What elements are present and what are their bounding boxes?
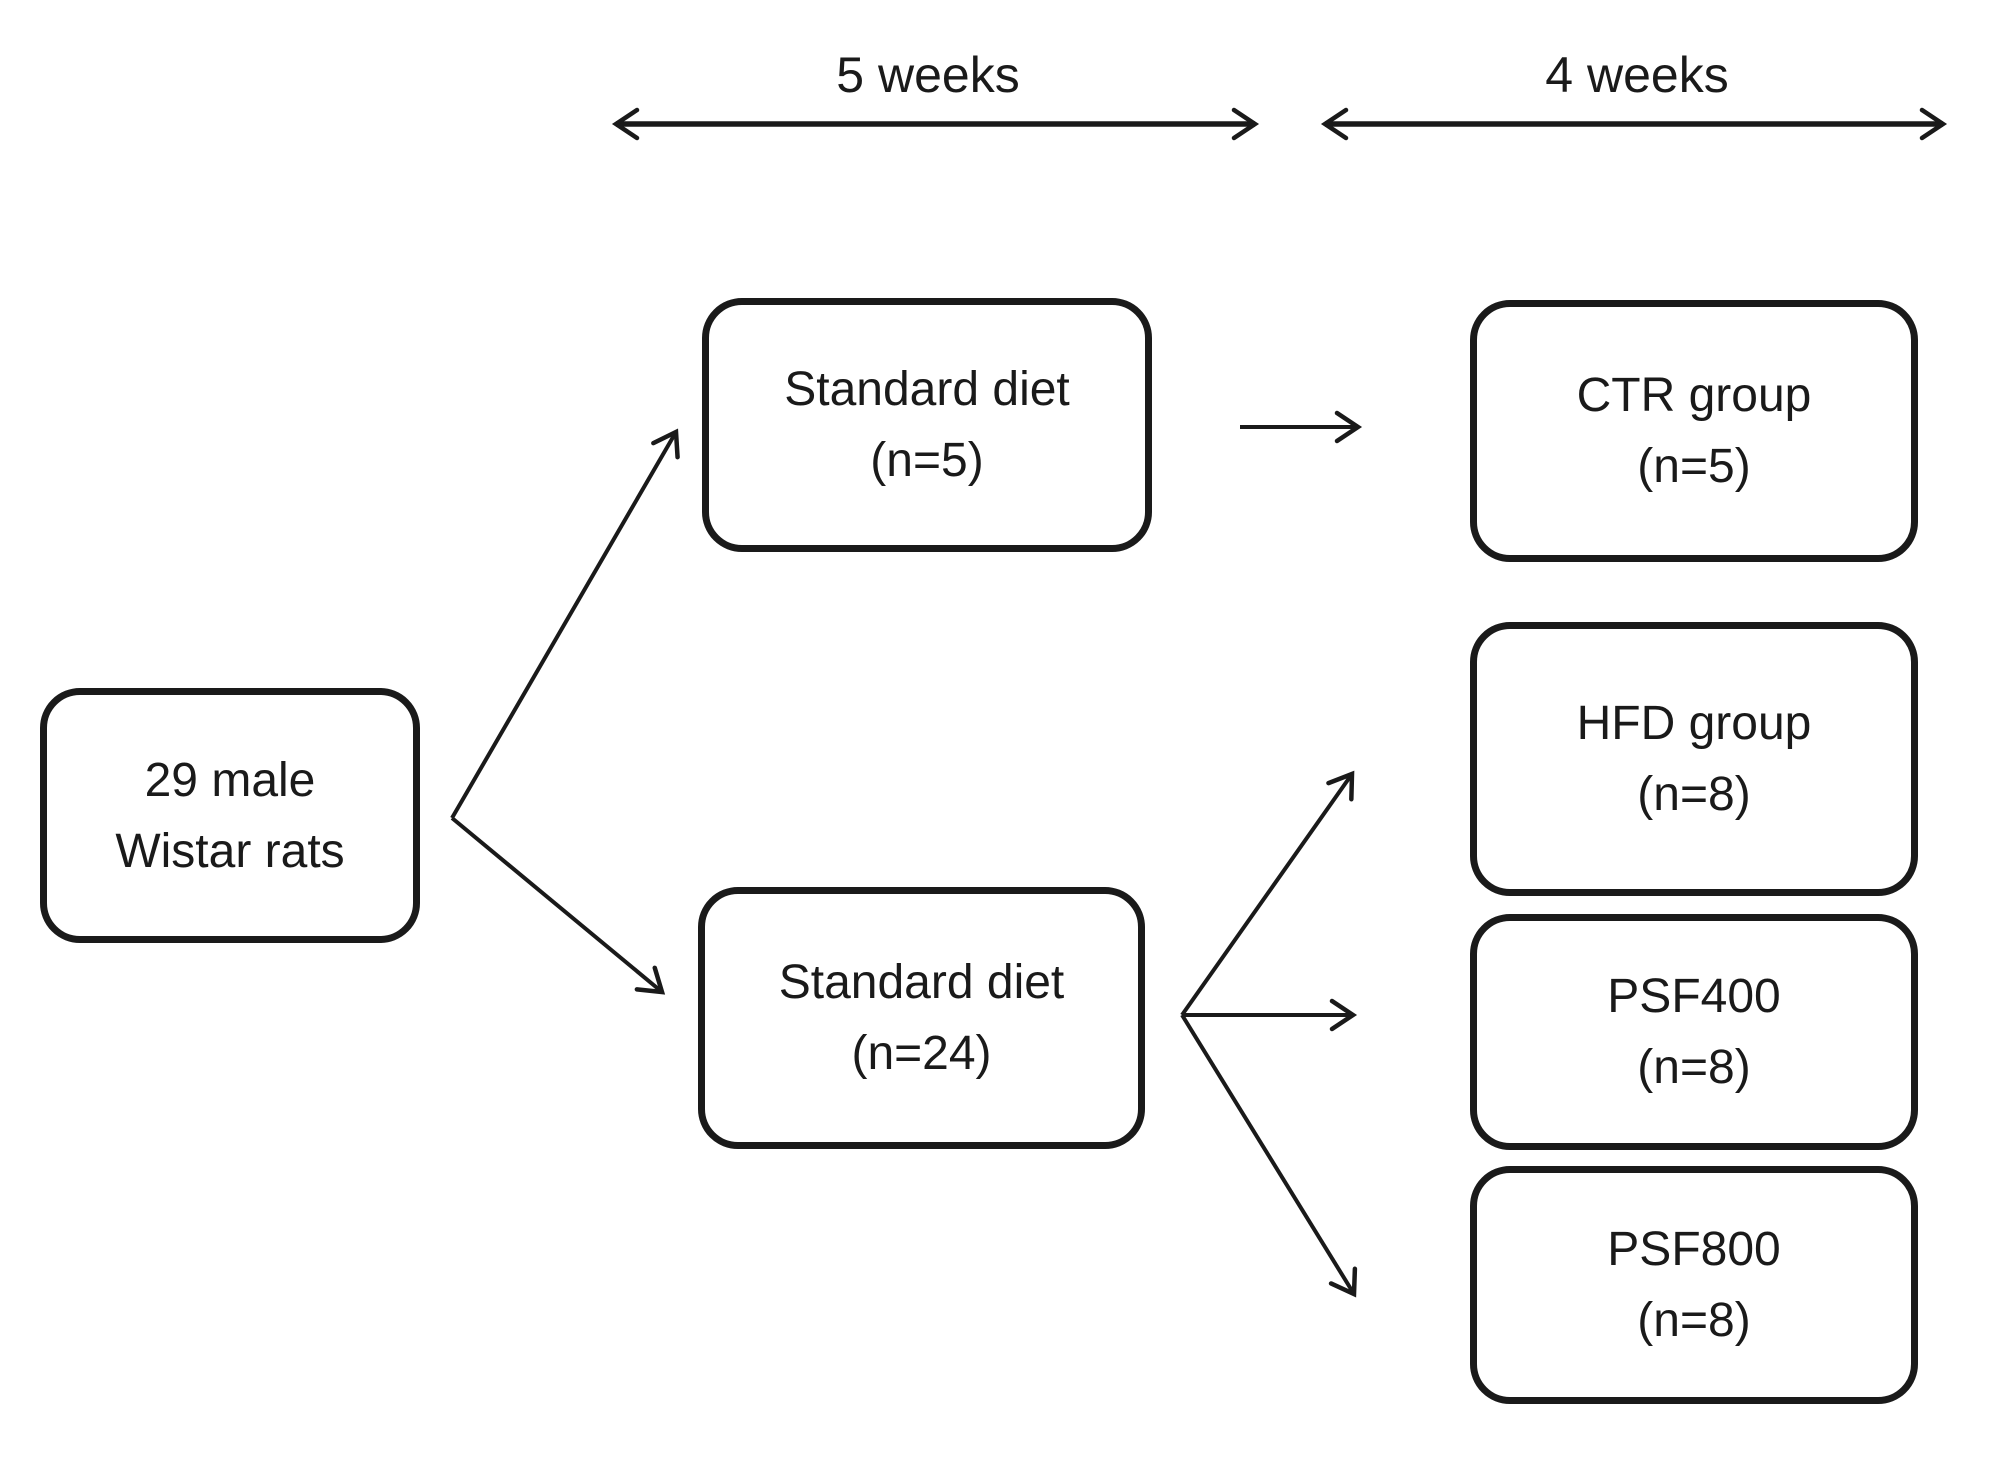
node-source-line1: 29 male — [144, 753, 316, 807]
arrow-diet-bottom-to-psf800 — [1180, 1013, 1358, 1298]
arrow-source-to-diet-top — [450, 428, 680, 820]
node-29-male-wistar-rats: 29 male Wistar rats — [40, 688, 420, 943]
node-hfd-line1: HFD group — [1576, 697, 1812, 750]
node-psf800-line2: (n=8) — [1637, 1294, 1751, 1347]
arrow-source-to-diet-bottom — [450, 816, 666, 995]
node-psf400-line2: (n=8) — [1637, 1041, 1751, 1094]
node-standard-diet-n5: Standard diet (n=5) — [702, 298, 1152, 552]
node-psf400-line1: PSF400 — [1607, 970, 1781, 1023]
timeline-label-4-weeks: 4 weeks — [1545, 47, 1729, 103]
node-diet-top-line2: (n=5) — [870, 434, 984, 487]
timeline-label-5-weeks: 5 weeks — [836, 47, 1020, 103]
node-ctr-group: CTR group (n=5) — [1470, 300, 1918, 562]
node-ctr-line2: (n=5) — [1637, 440, 1751, 493]
node-psf800-line1: PSF800 — [1607, 1223, 1781, 1276]
node-hfd-group: HFD group (n=8) — [1470, 622, 1918, 896]
node-psf400-group: PSF400 (n=8) — [1470, 914, 1918, 1150]
node-hfd-line2: (n=8) — [1637, 768, 1751, 821]
node-source-line2: Wistar rats — [115, 824, 345, 878]
node-diet-bottom-line2: (n=24) — [851, 1027, 992, 1080]
arrow-diet-bottom-to-hfd — [1180, 770, 1355, 1017]
node-standard-diet-n24: Standard diet (n=24) — [698, 887, 1145, 1149]
node-ctr-line1: CTR group — [1576, 369, 1812, 422]
node-psf800-group: PSF800 (n=8) — [1470, 1166, 1918, 1404]
node-diet-top-line1: Standard diet — [784, 363, 1070, 416]
node-diet-bottom-line1: Standard diet — [778, 956, 1065, 1009]
